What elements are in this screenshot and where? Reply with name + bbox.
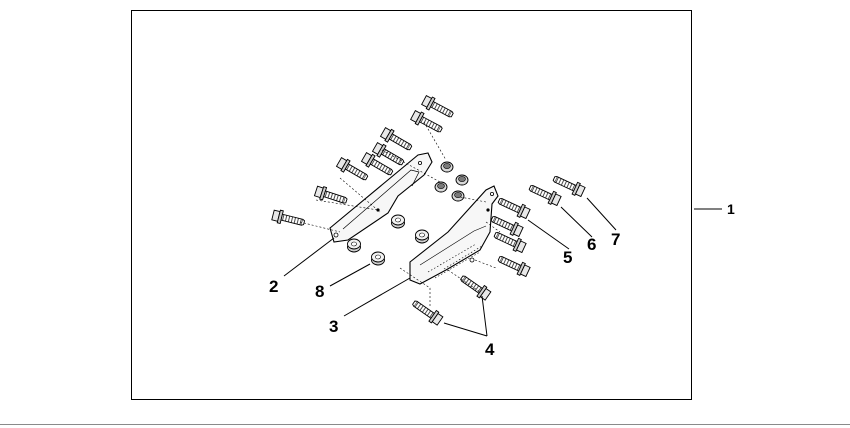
right-bracket xyxy=(409,185,499,285)
callout-6: 6 xyxy=(587,235,596,254)
nut-group xyxy=(434,161,469,202)
bolt-6 xyxy=(526,181,563,208)
callout-7: 7 xyxy=(611,230,620,249)
leader-lines xyxy=(283,197,722,337)
bolt-group-right xyxy=(488,194,532,279)
left-bracket xyxy=(329,152,433,243)
diagram-frame xyxy=(131,10,692,400)
callout-labels: 1 2 3 4 5 6 7 8 xyxy=(269,201,735,359)
bottom-divider xyxy=(0,424,850,425)
callout-2: 2 xyxy=(269,277,278,296)
assembly-lines xyxy=(299,121,501,306)
callout-5: 5 xyxy=(563,248,572,267)
callout-4: 4 xyxy=(485,340,495,359)
callout-8: 8 xyxy=(315,282,324,301)
callout-1: 1 xyxy=(727,201,735,217)
callout-3: 3 xyxy=(329,317,338,336)
